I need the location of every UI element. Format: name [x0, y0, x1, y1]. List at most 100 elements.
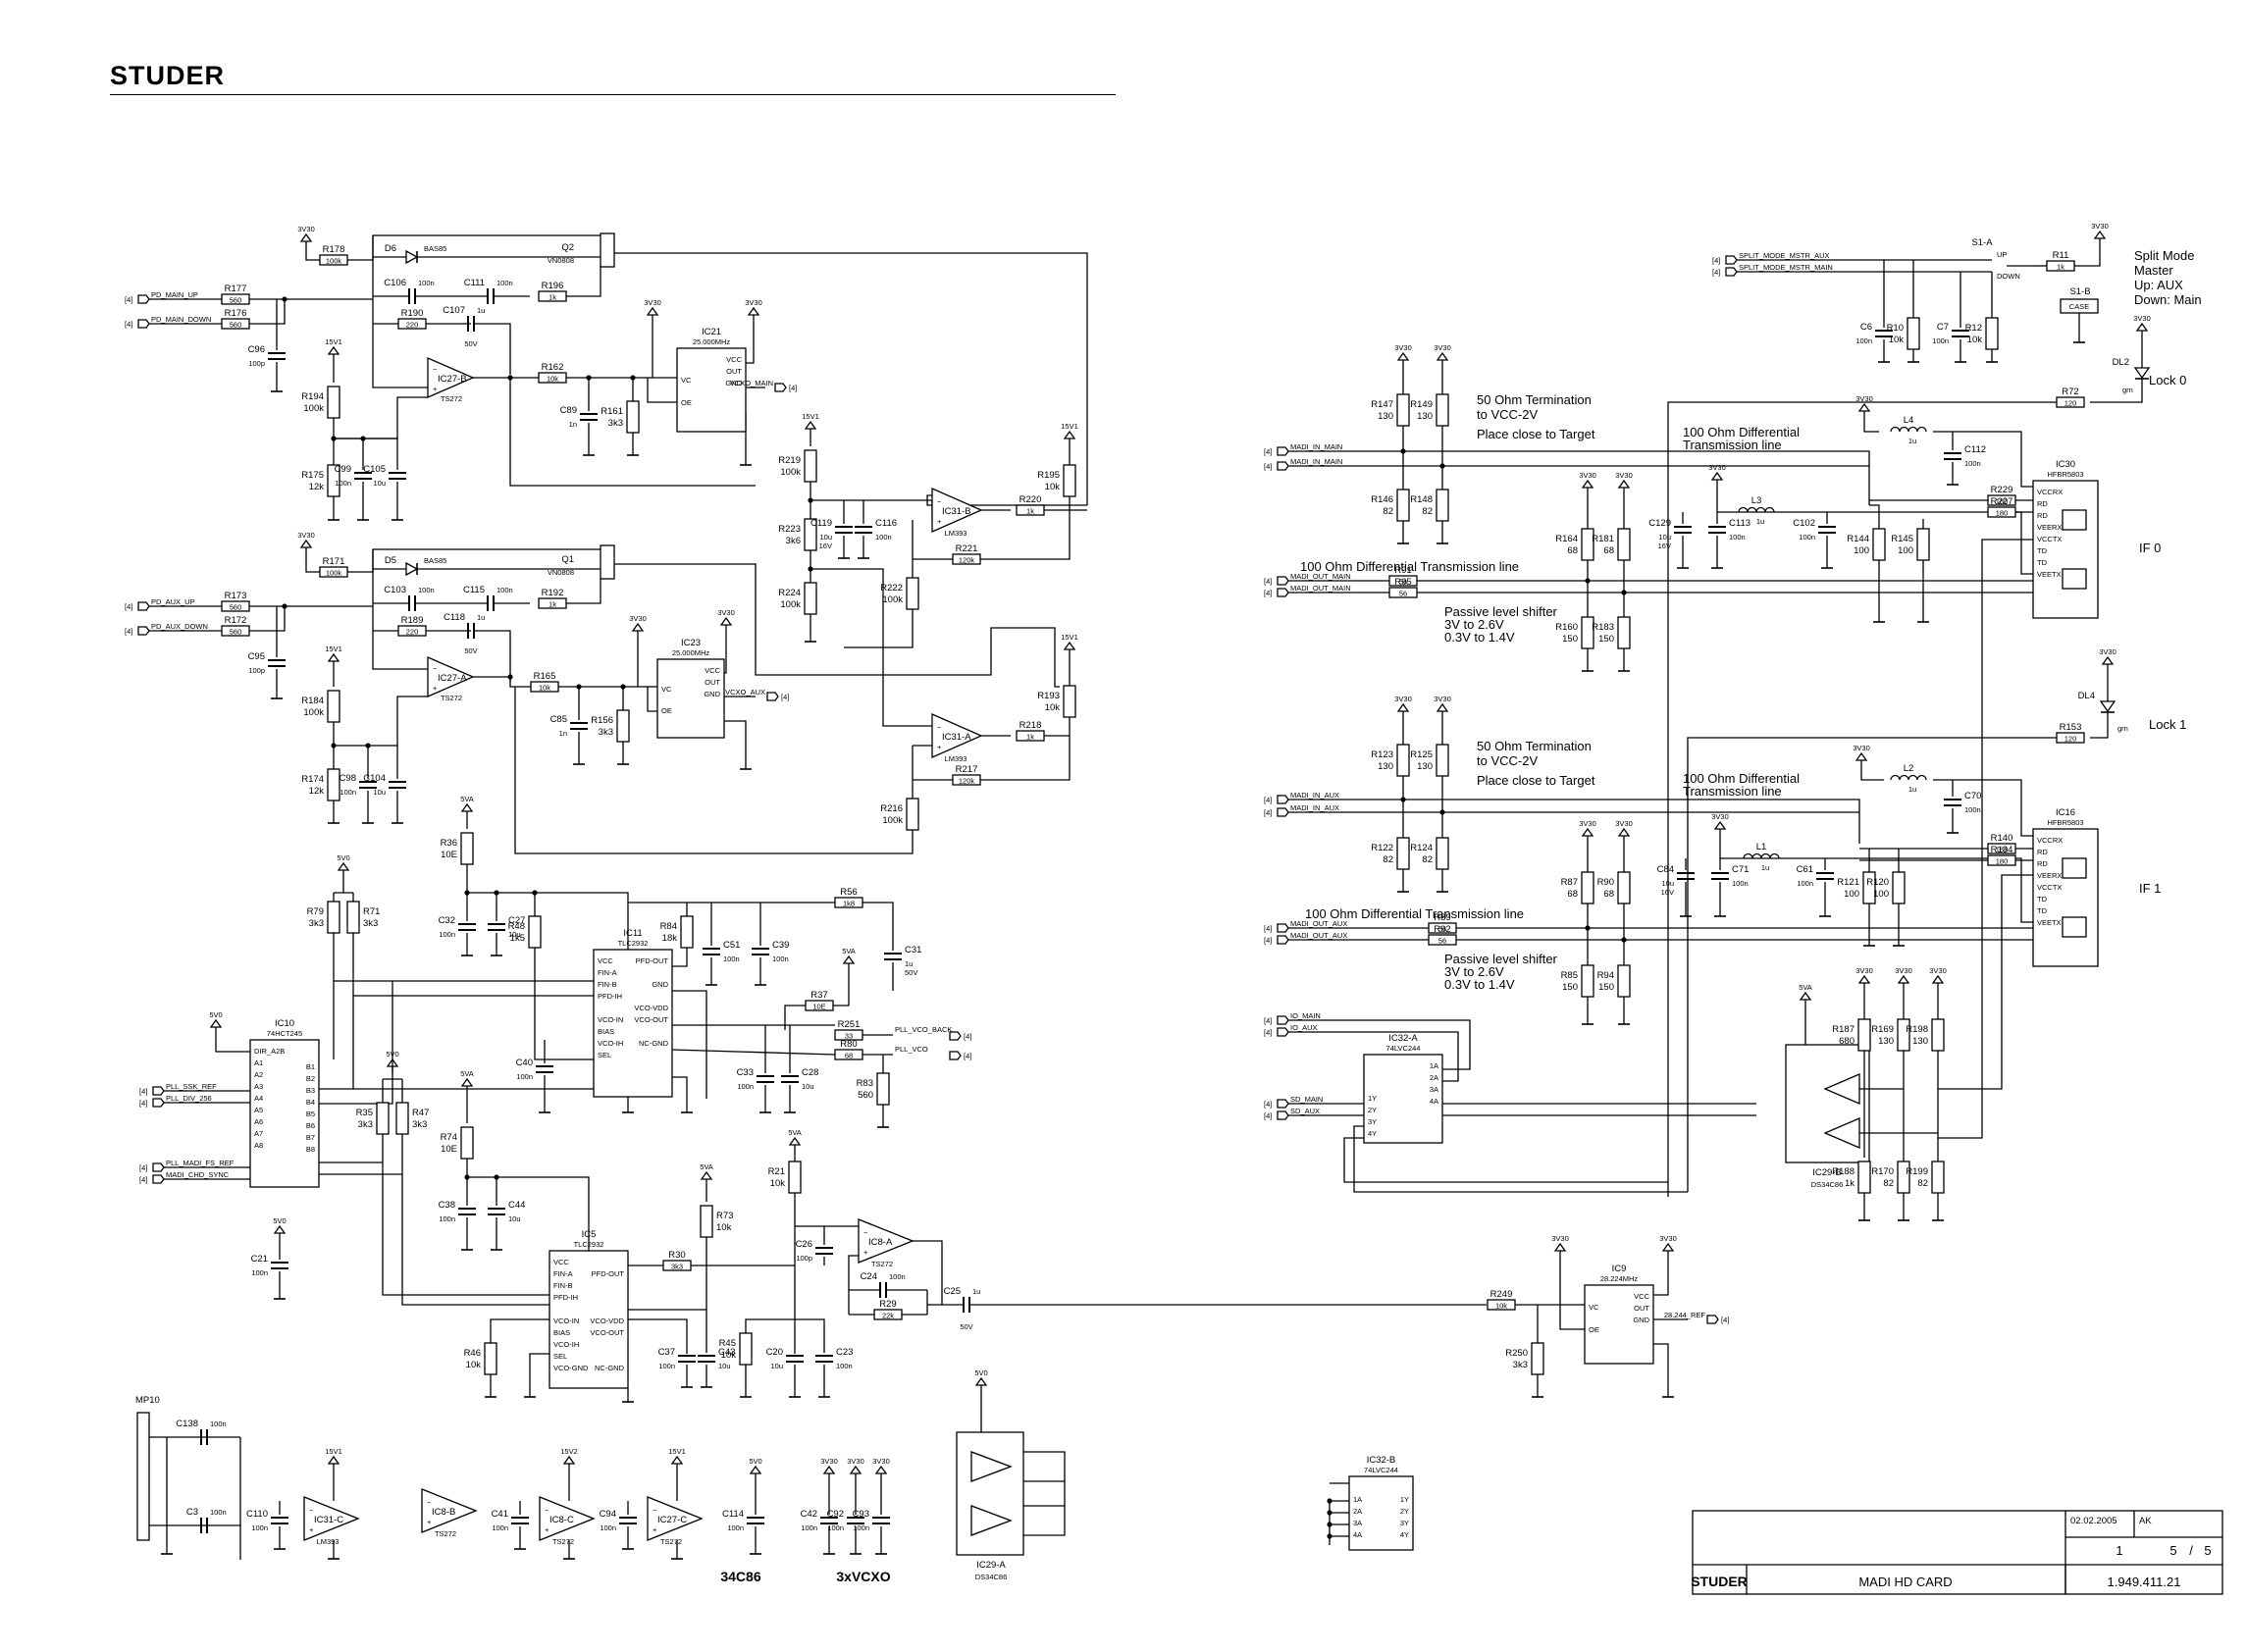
wire: [980, 510, 1071, 560]
pin-name: VCCTX: [2037, 535, 2062, 543]
resistor-value: 10k: [1495, 1302, 1507, 1311]
resistor: [1016, 504, 1045, 516]
sheet-ref: [4]: [1264, 1111, 1272, 1120]
resistor: [1987, 506, 2016, 518]
supply-label: 3V30: [1855, 966, 1873, 975]
resistor-value: 33: [845, 1032, 853, 1041]
port-flag: [152, 1086, 165, 1096]
pin-sign: +: [545, 1525, 549, 1534]
pin-name: OE: [661, 706, 672, 715]
supply-arrow: [337, 861, 350, 871]
junction: [1585, 578, 1591, 584]
mosfet: [600, 232, 615, 268]
capacitor-ref: C37: [658, 1347, 675, 1358]
resistor-value: 100: [1898, 545, 1913, 556]
resistor: [739, 1332, 753, 1366]
net-label: PD_MAIN_UP: [151, 290, 198, 299]
ic-body: [1348, 1475, 1414, 1551]
resistor-ref: R219: [778, 455, 801, 466]
pin-name: 3A: [1353, 1519, 1362, 1527]
port-flag: [152, 1174, 165, 1184]
resistor-value: 3k3: [358, 1119, 373, 1130]
resistor-value: 100k: [303, 403, 324, 414]
wire: [509, 378, 756, 487]
resistor: [1985, 317, 1999, 350]
sheet-ref: [4]: [1712, 256, 1720, 265]
amp-ref: IC31-A: [942, 732, 971, 743]
wire: [1863, 418, 1879, 433]
capacitor-value: 1u: [905, 959, 913, 968]
resistor-value: 100k: [780, 467, 801, 478]
capacitor-ref: C111: [464, 278, 485, 288]
capacitor-ref: C138: [176, 1419, 198, 1429]
resistor-ref: R84: [660, 921, 677, 932]
inductor-ref: L3: [1751, 495, 1762, 506]
junction: [1400, 448, 1406, 454]
title-of: 5: [2204, 1543, 2211, 1558]
interface-label: IF 0: [2139, 541, 2161, 555]
junction: [464, 890, 470, 896]
wire: [1938, 874, 2033, 1090]
resistor-ref: R198: [1906, 1024, 1928, 1035]
wire: [848, 1255, 859, 1315]
pin-name: VCO-VDD: [634, 1004, 668, 1012]
pin-name: A2: [254, 1070, 263, 1079]
labels: [4]PD_MAIN_UP[4]PD_MAIN_DOWNR177560R1765…: [125, 222, 2212, 1589]
pin-name: RD: [2037, 859, 2048, 868]
net-label: PLL_DIV_256: [166, 1094, 212, 1103]
pin-sign: −: [863, 1228, 868, 1237]
resistor: [1617, 616, 1631, 649]
junction: [620, 684, 626, 690]
led: [2099, 700, 2116, 713]
capacitor-ref: C89: [560, 405, 577, 416]
resistor-value: 10k: [770, 1178, 786, 1189]
supply-label: 3V30: [1551, 1234, 1569, 1243]
wire: [401, 1134, 549, 1306]
wire: [1323, 1019, 1471, 1070]
capacitor-value: 100n: [418, 279, 435, 287]
resistor-value: 68: [1603, 545, 1614, 556]
resistor: [346, 901, 360, 934]
capacitor-ref: C38: [439, 1200, 455, 1211]
amp-type: TS272: [441, 394, 462, 403]
resistor: [1931, 1161, 1945, 1194]
resistor-ref: R125: [1410, 749, 1433, 760]
sheet-ref: [4]: [1264, 1100, 1272, 1109]
op-amp: [427, 357, 475, 398]
resistor-ref: R218: [1019, 720, 1042, 731]
supply-arrow: [874, 1465, 888, 1474]
resistor: [1396, 837, 1410, 870]
inductor: [1743, 852, 1780, 859]
sheet-ref: [4]: [1264, 924, 1272, 933]
resistor-value: 22k: [882, 1312, 894, 1320]
resistor-ref: R145: [1891, 534, 1913, 544]
capacitor-ref: C93: [853, 1509, 869, 1520]
capacitor-value: 100n: [1799, 533, 1815, 542]
inductor-ref: L2: [1904, 763, 1914, 774]
supply-label: 5VA: [460, 795, 474, 803]
capacitor-ref: C92: [827, 1509, 844, 1520]
amp-ref: IC8-C: [549, 1515, 574, 1525]
pin-name: A8: [254, 1141, 263, 1150]
resistor-ref: R171: [323, 556, 345, 567]
supply-arrow: [1396, 702, 1410, 712]
capacitor-ref: C85: [550, 714, 567, 725]
port-flag: [137, 294, 150, 304]
resistor-value: 560: [230, 628, 242, 637]
pin-sign: +: [653, 1525, 657, 1534]
net-label: PLL_MADI_FS_REF: [166, 1159, 235, 1167]
pin-name: FIN-B: [598, 980, 617, 989]
net-label: MADI_OUT_AUX: [1290, 919, 1347, 928]
capacitor-ref: C31: [905, 945, 921, 955]
pin-name: 1A: [1353, 1495, 1362, 1504]
pin-name: 2Y: [1368, 1106, 1377, 1114]
resistor: [1862, 871, 1876, 904]
capacitor-ref: C112: [1964, 444, 1986, 455]
interface-label: IF 1: [2139, 881, 2161, 896]
pin-name: 4Y: [1368, 1129, 1377, 1138]
ic-ref: IC5: [582, 1229, 597, 1240]
diode-ref: D6: [385, 243, 396, 254]
capacitor-value: 10u: [1658, 533, 1671, 542]
supply-arrow: [719, 616, 733, 626]
pin-name: TD: [2037, 906, 2048, 915]
